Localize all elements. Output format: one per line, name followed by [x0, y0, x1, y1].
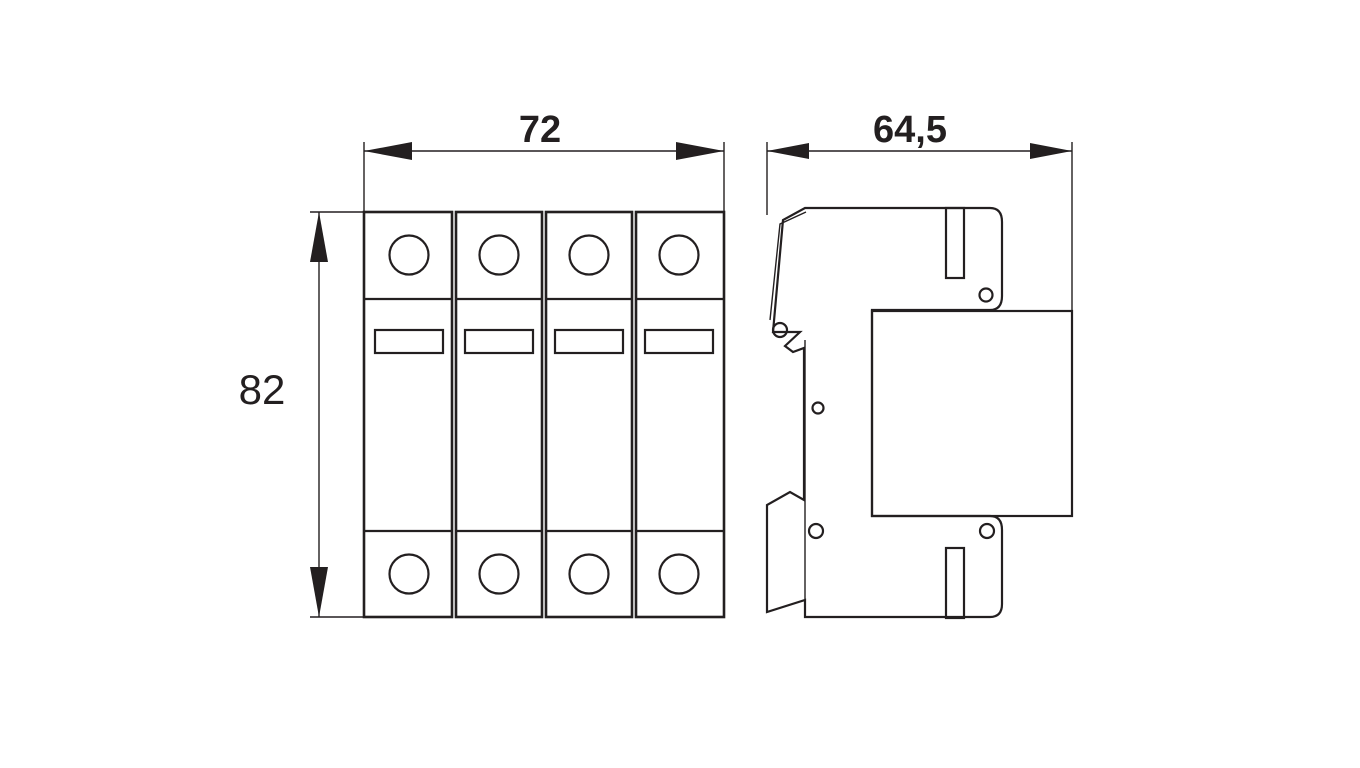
arrowhead-side-right-icon	[1030, 143, 1072, 159]
side-front-box	[870, 309, 1074, 518]
side-hole-top-right	[978, 287, 994, 303]
side-view: 64,5	[765, 109, 1074, 620]
arrowhead-down-icon	[310, 567, 328, 617]
pole-2-indicator-window	[463, 328, 535, 355]
side-housing-outline	[765, 206, 1004, 619]
arrowhead-right-icon	[676, 142, 724, 160]
pole-4-bottom-terminal-icon	[658, 553, 700, 595]
din-clip-top	[769, 211, 807, 321]
pole-2-bottom-terminal-icon	[478, 553, 520, 595]
side-hole-bottom-left	[807, 522, 825, 540]
pole-3-bottom-terminal-icon	[568, 553, 610, 595]
dim-width-side: 64,5	[873, 109, 947, 151]
pole-1-top-terminal-icon	[388, 234, 430, 276]
pole-2	[454, 210, 544, 619]
side-hole-top-left	[771, 321, 789, 339]
dim-height: 82	[239, 366, 286, 413]
pole-2-top-terminal-icon	[478, 234, 520, 276]
front-view: 72 82	[239, 109, 726, 619]
pole-1-bottom-terminal-icon	[388, 553, 430, 595]
pole-3-top-terminal-icon	[568, 234, 610, 276]
terminal-slot-bottom	[944, 546, 966, 620]
pole-1	[362, 210, 454, 619]
pole-3-indicator-window	[553, 328, 625, 355]
poles-group	[362, 210, 726, 619]
pole-3	[544, 210, 634, 619]
arrowhead-side-left-icon	[767, 143, 809, 159]
arrowhead-left-icon	[364, 142, 412, 160]
side-hole-middle	[811, 401, 825, 415]
terminal-slot-top	[944, 206, 966, 280]
arrowhead-up-icon	[310, 212, 328, 262]
pole-4-indicator-window	[643, 328, 715, 355]
pole-1-indicator-window	[373, 328, 445, 355]
pole-4-top-terminal-icon	[658, 234, 700, 276]
side-hole-bottom-right	[978, 522, 996, 540]
pole-4	[634, 210, 726, 619]
dim-width-front: 72	[519, 109, 561, 151]
